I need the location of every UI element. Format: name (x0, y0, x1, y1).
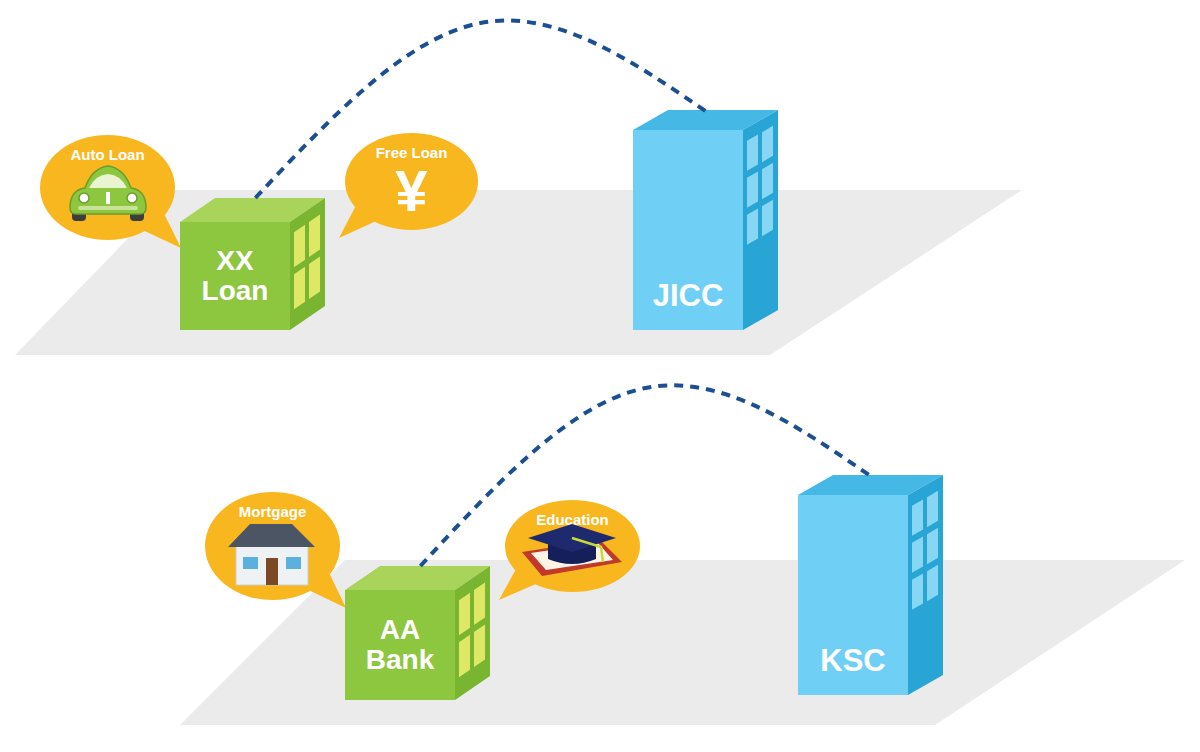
window-pane (459, 593, 470, 636)
house-icon (228, 524, 315, 585)
car-body (70, 166, 146, 214)
car-headlight (79, 193, 89, 203)
car-wheel (130, 204, 144, 221)
shape-front (345, 590, 455, 700)
window-pane (747, 171, 758, 207)
shape-side (455, 566, 490, 700)
speech-bubble: Auto Loan (40, 135, 175, 240)
speech-bubble: Education (505, 500, 640, 592)
cap-tassel (572, 538, 603, 562)
node-label: AA Bank (351, 590, 449, 700)
house-wall (236, 545, 308, 585)
car-headlight (127, 193, 137, 203)
node-label: JICC (633, 276, 743, 316)
window-pane (459, 635, 470, 678)
shape-side (908, 475, 943, 695)
speech-bubble: Free Loan¥ (345, 133, 478, 230)
house-window (243, 557, 258, 569)
cap-base (548, 544, 596, 564)
house-window (286, 557, 301, 569)
bubble-tail (499, 564, 543, 600)
window-pane (762, 163, 773, 199)
node-label: Education (505, 511, 640, 529)
window-pane (747, 208, 758, 244)
window-pane (912, 573, 923, 609)
house-roof (228, 524, 315, 547)
node-label: KSC (798, 641, 908, 681)
dashed-link (420, 385, 870, 566)
window-pane (474, 624, 485, 667)
window-pane (762, 126, 773, 162)
ground-plane (180, 560, 1185, 725)
bureau-building: JICC (633, 108, 778, 330)
window-pane (912, 536, 923, 572)
node-label: Mortgage (205, 503, 340, 521)
window-pane (309, 256, 320, 299)
window-pane (309, 214, 320, 257)
shape-side (290, 198, 325, 330)
window-pane (294, 225, 305, 268)
bubble-tail (137, 209, 181, 249)
node-label: ¥ (345, 159, 478, 223)
car-bumper (78, 206, 138, 210)
house-door (266, 558, 278, 585)
bubble-tail (302, 568, 346, 608)
car-mark (106, 192, 110, 204)
window-pane (762, 200, 773, 236)
diploma-page (531, 543, 613, 570)
window-pane (912, 499, 923, 535)
window-pane (747, 134, 758, 170)
bubble-tail (339, 201, 382, 238)
shape-side (743, 110, 778, 330)
bureau-building: KSC (798, 473, 943, 695)
diploma-book (522, 540, 622, 576)
speech-bubble: Mortgage (205, 492, 340, 600)
lender-cube: AA Bank (345, 563, 490, 700)
shape-front (633, 130, 743, 330)
window-pane (927, 491, 938, 527)
window-pane (927, 528, 938, 564)
graduation-icon (522, 524, 622, 576)
dashed-link (255, 21, 705, 198)
car-wheel (72, 204, 86, 221)
window-pane (927, 565, 938, 601)
cap-board (528, 524, 616, 552)
ground-plane (15, 190, 1022, 355)
lender-cube: XX Loan (180, 195, 325, 330)
shape-front (180, 222, 290, 330)
shape-front (798, 495, 908, 695)
window-pane (474, 582, 485, 625)
car-icon (70, 166, 146, 221)
window-pane (294, 267, 305, 310)
node-label: Auto Loan (40, 146, 175, 164)
car-windshield (89, 174, 127, 188)
node-label: XX Loan (186, 222, 284, 330)
